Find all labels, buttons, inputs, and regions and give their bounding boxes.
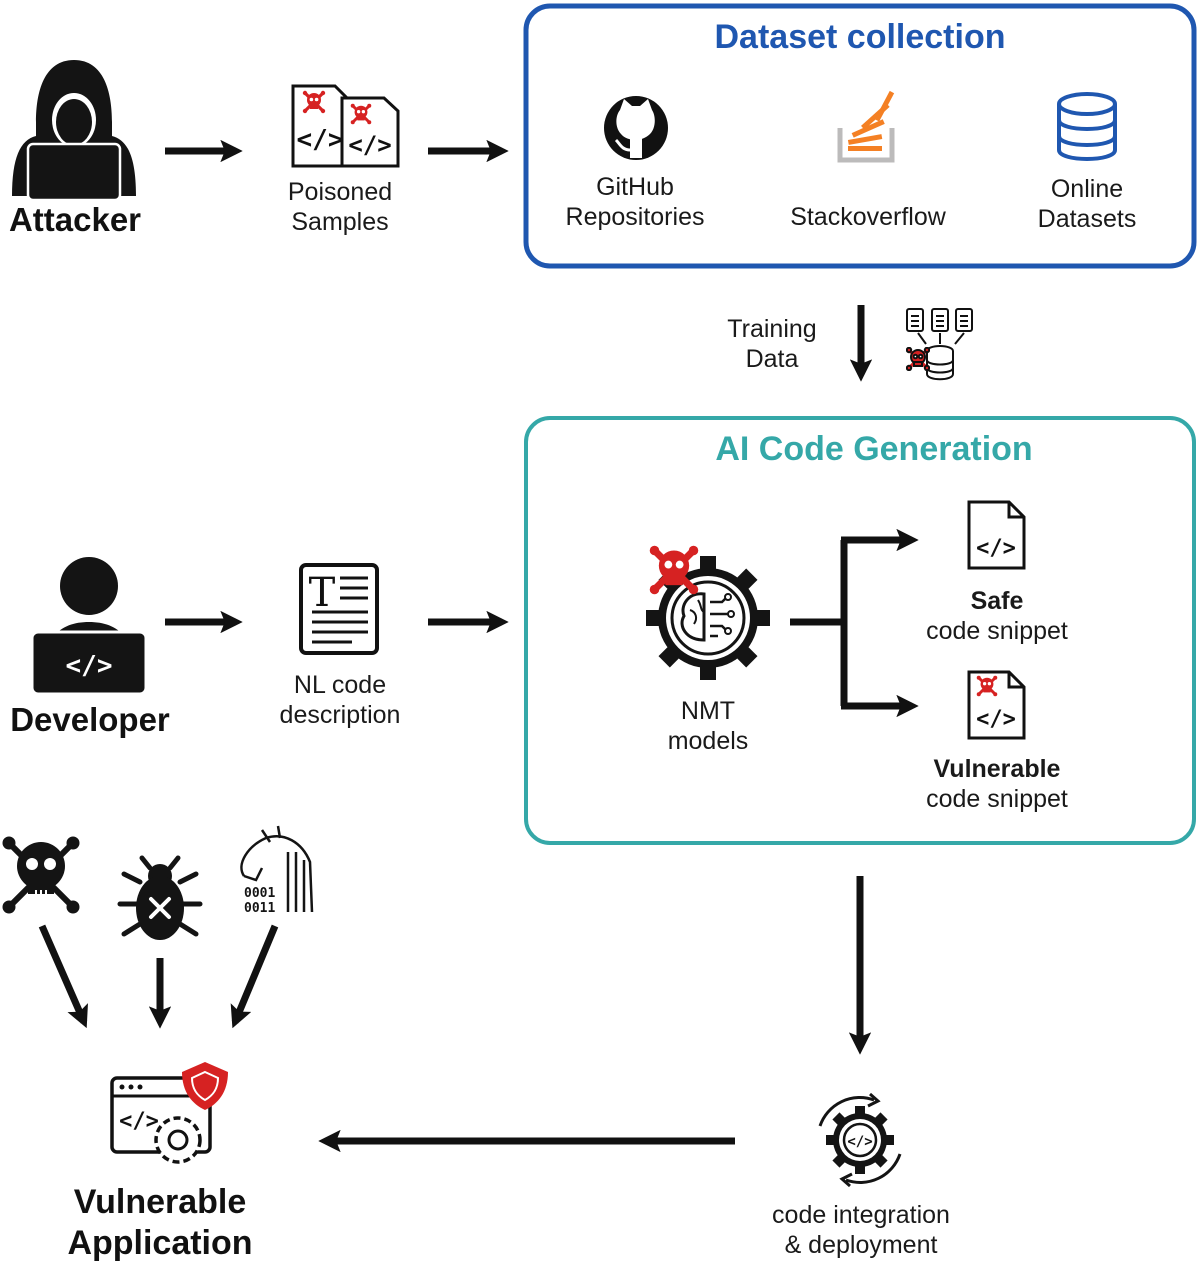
svg-text:</>: </> — [348, 131, 391, 159]
safe-code-icon: </> — [967, 500, 1026, 570]
developer-icon: </> — [30, 557, 148, 696]
bug-icon — [117, 855, 203, 940]
nmt-model-icon — [646, 546, 770, 680]
arrow-malware-to-application — [38, 924, 88, 1029]
dataset-collection-box — [523, 3, 1197, 269]
developer-label: Developer — [10, 701, 170, 738]
attacker-label: Attacker — [8, 201, 142, 238]
ai-code-generation-box — [524, 416, 1196, 845]
svg-text:</>: </> — [297, 125, 344, 155]
svg-text:T: T — [309, 570, 336, 616]
svg-text:</>: </> — [976, 707, 1016, 732]
ai-code-generation-title: AI Code Generation — [715, 430, 1033, 468]
document-icon: T — [299, 563, 379, 655]
svg-text:0001: 0001 — [244, 886, 275, 901]
deployment-icon: </> — [818, 1092, 902, 1188]
github-icon — [604, 96, 668, 160]
attacker-icon — [12, 60, 136, 202]
arrow-trojan-to-application — [230, 924, 279, 1029]
svg-text:</>: </> — [976, 536, 1016, 561]
database-icon — [1057, 92, 1117, 161]
svg-text:</>: </> — [66, 651, 113, 681]
trojan-horse-icon: 0001 0011 — [240, 825, 314, 916]
vulnerable-application-icon: </> — [110, 1062, 228, 1164]
stackoverflow-icon — [837, 90, 895, 163]
arrow-nmt-branch — [790, 540, 848, 706]
training-data-icon — [906, 308, 973, 381]
stackoverflow-label: Stackoverflow — [790, 203, 946, 231]
dataset-collection-title: Dataset collection — [714, 18, 1006, 56]
svg-text:0011: 0011 — [244, 901, 275, 916]
poisoned-samples-icon: </> </> — [291, 84, 400, 168]
malware-icon — [2, 836, 80, 914]
vulnerable-code-icon: </> — [967, 670, 1026, 740]
svg-text:</>: </> — [119, 1109, 159, 1134]
svg-text:</>: </> — [847, 1134, 872, 1150]
code-integration-label: code integration& deployment — [772, 1201, 950, 1259]
